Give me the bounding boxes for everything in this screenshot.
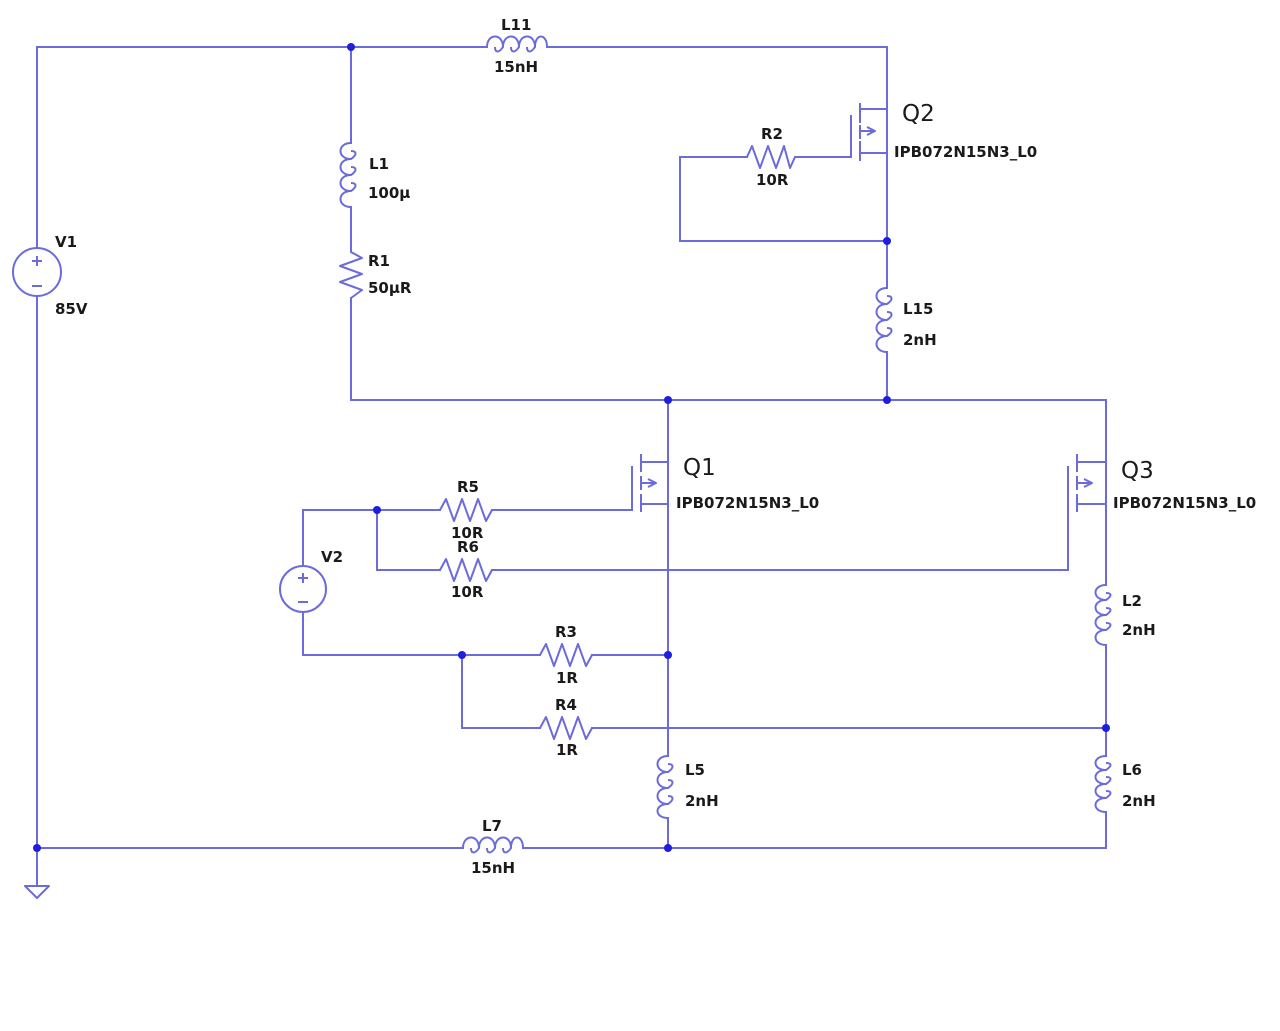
wire-v2-bottom xyxy=(302,611,541,656)
wire-top-right xyxy=(546,46,888,104)
label-r4-name: R4 xyxy=(555,696,577,714)
resistor-r3 xyxy=(539,643,593,667)
junctions xyxy=(33,43,1110,852)
label-l15-value: 2nH xyxy=(903,331,937,349)
label-r3-value: 1R xyxy=(556,669,578,687)
mosfet-q3 xyxy=(1067,452,1107,512)
label-l2-name: L2 xyxy=(1122,592,1142,610)
wire-v2-top xyxy=(302,509,441,567)
ground-icon xyxy=(24,885,50,899)
inductor-l11 xyxy=(486,35,548,53)
resistor-r6 xyxy=(439,558,493,582)
resistor-r5 xyxy=(439,498,493,522)
labels: L11 15nH V1 85V L1 100µ R1 50µR R2 10R Q… xyxy=(55,16,1256,877)
mosfet-q2 xyxy=(850,103,888,161)
junction-dot xyxy=(33,844,41,852)
label-q1-model: IPB072N15N3_L0 xyxy=(676,494,819,512)
inductor-l15 xyxy=(875,287,893,353)
wire-r6-gate xyxy=(491,509,1069,571)
inductor-l7 xyxy=(462,836,524,854)
label-q1-name: Q1 xyxy=(683,455,716,481)
label-l6-value: 2nH xyxy=(1122,792,1156,810)
wires xyxy=(36,46,1107,887)
junction-dot xyxy=(883,237,891,245)
label-l11-name: L11 xyxy=(501,16,531,34)
voltage-source-v2 xyxy=(279,565,327,613)
label-l15-name: L15 xyxy=(903,300,933,318)
label-r1-name: R1 xyxy=(368,252,390,270)
label-l11-value: 15nH xyxy=(494,58,538,76)
label-r5-value: 10R xyxy=(451,524,484,542)
wire-r1-mid xyxy=(350,297,1107,453)
inductor-l6 xyxy=(1094,755,1112,813)
label-l1-name: L1 xyxy=(369,155,389,173)
label-q3-name: Q3 xyxy=(1121,458,1154,484)
label-l5-name: L5 xyxy=(685,761,705,779)
resistor-r2 xyxy=(746,145,796,169)
junction-dot xyxy=(664,396,672,404)
label-r6-value: 10R xyxy=(451,583,484,601)
wire-bottom-right xyxy=(522,811,1107,849)
inductor-l2 xyxy=(1094,584,1112,646)
wire-r6-left xyxy=(376,509,441,571)
wire-r4-left xyxy=(461,654,541,729)
resistor-r4 xyxy=(539,716,593,740)
label-q2-name: Q2 xyxy=(902,101,935,127)
label-v1-value: 85V xyxy=(55,300,88,318)
junction-dot xyxy=(664,844,672,852)
junction-dot xyxy=(1102,724,1110,732)
label-v2-name: V2 xyxy=(321,548,343,566)
label-r2-name: R2 xyxy=(761,125,783,143)
junction-dot xyxy=(664,651,672,659)
label-v1-name: V1 xyxy=(55,233,77,251)
junction-dot xyxy=(347,43,355,51)
label-l7-value: 15nH xyxy=(471,859,515,877)
inductor-l5 xyxy=(656,755,674,819)
label-r6-name: R6 xyxy=(457,538,479,556)
label-l1-value: 100µ xyxy=(368,184,410,202)
label-q3-model: IPB072N15N3_L0 xyxy=(1113,494,1256,512)
label-l5-value: 2nH xyxy=(685,792,719,810)
wire-r2-left xyxy=(679,156,888,242)
junction-dot xyxy=(458,651,466,659)
label-l7-name: L7 xyxy=(482,817,502,835)
label-r3-name: R3 xyxy=(555,623,577,641)
label-r5-name: R5 xyxy=(457,478,479,496)
voltage-source-v1 xyxy=(12,247,62,297)
label-l6-name: L6 xyxy=(1122,761,1142,779)
mosfet-q1 xyxy=(631,452,669,512)
label-r2-value: 10R xyxy=(756,171,789,189)
inductor-l1 xyxy=(339,142,357,208)
label-r1-value: 50µR xyxy=(368,279,412,297)
label-r4-value: 1R xyxy=(556,741,578,759)
junction-dot xyxy=(373,506,381,514)
resistor-r1 xyxy=(339,251,363,299)
label-q2-model: IPB072N15N3_L0 xyxy=(894,143,1037,161)
junction-dot xyxy=(883,396,891,404)
label-l2-value: 2nH xyxy=(1122,621,1156,639)
